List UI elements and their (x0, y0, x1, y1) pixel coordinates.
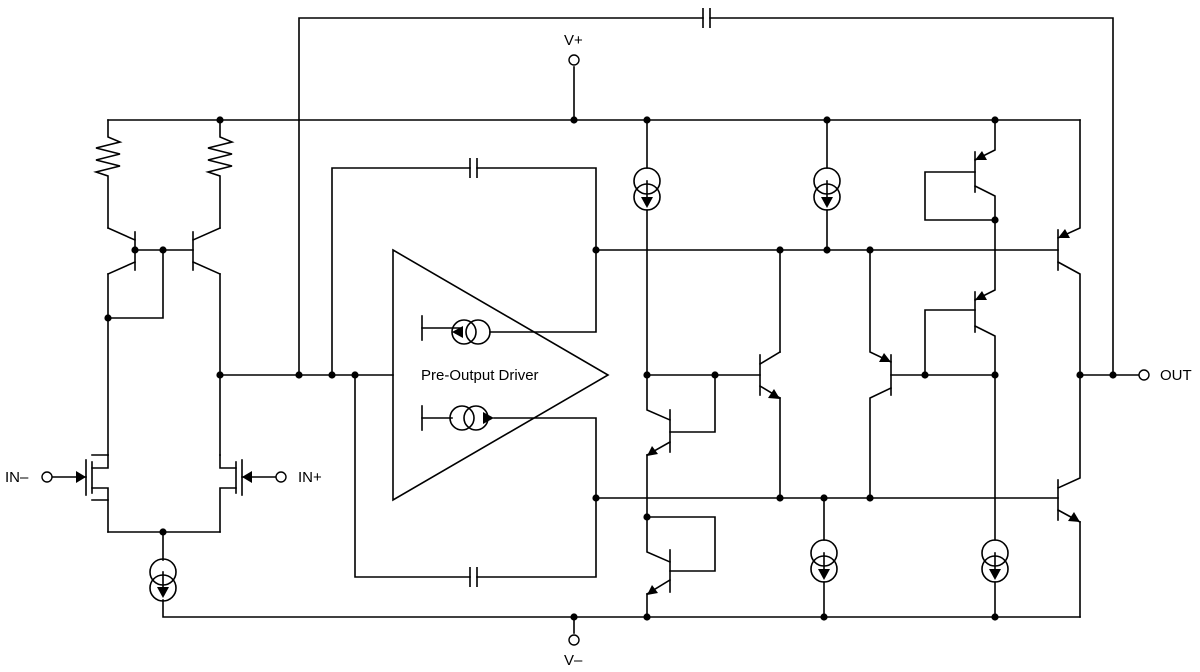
right-upper-transistor (924, 119, 996, 251)
mid-transistor-c (869, 249, 996, 499)
lower-transistor-a (645, 516, 716, 618)
input-transistor-inverting (52, 454, 109, 533)
mid-transistor-a (645, 374, 716, 518)
v-minus-pin (568, 634, 580, 646)
lower-driver-capacitor (354, 374, 597, 587)
driver-lower-current-source (421, 405, 597, 499)
in-minus-pin (41, 471, 53, 483)
tail-current-source (149, 558, 177, 602)
mirror-transistor-left (106, 226, 164, 319)
out-label: OUT (1160, 367, 1192, 384)
in-plus-label: IN+ (298, 469, 322, 486)
output-transistor-low (1056, 374, 1082, 618)
top-compensation-capacitor (298, 8, 1114, 376)
positive-supply-rail (107, 66, 1081, 121)
in-plus-pin (275, 471, 287, 483)
mirror-transistor-right (162, 226, 222, 376)
out-pin (1138, 369, 1150, 381)
current-source-1 (633, 119, 661, 376)
current-source-4 (981, 374, 1009, 618)
driver-upper-current-source (421, 249, 597, 345)
mid-transistor-b (758, 249, 782, 499)
negative-supply-rail (162, 599, 1081, 634)
pre-output-driver-triangle (392, 248, 610, 502)
v-minus-label: V– (564, 652, 583, 669)
v-plus-pin (568, 54, 580, 66)
upper-driver-capacitor (331, 158, 597, 376)
input-transistor-noninverting (219, 454, 276, 533)
input-load-resistor-right (205, 119, 235, 229)
junction-dots (104, 116, 1117, 621)
in-minus-label: IN– (5, 469, 29, 486)
input-load-resistor-left (93, 119, 123, 229)
current-source-3 (810, 497, 838, 618)
output-transistor-high (1056, 119, 1081, 376)
right-middle-transistor (924, 249, 996, 376)
v-plus-label: V+ (564, 32, 583, 49)
current-source-2 (813, 119, 841, 251)
driver-label: Pre-Output Driver (421, 367, 539, 384)
